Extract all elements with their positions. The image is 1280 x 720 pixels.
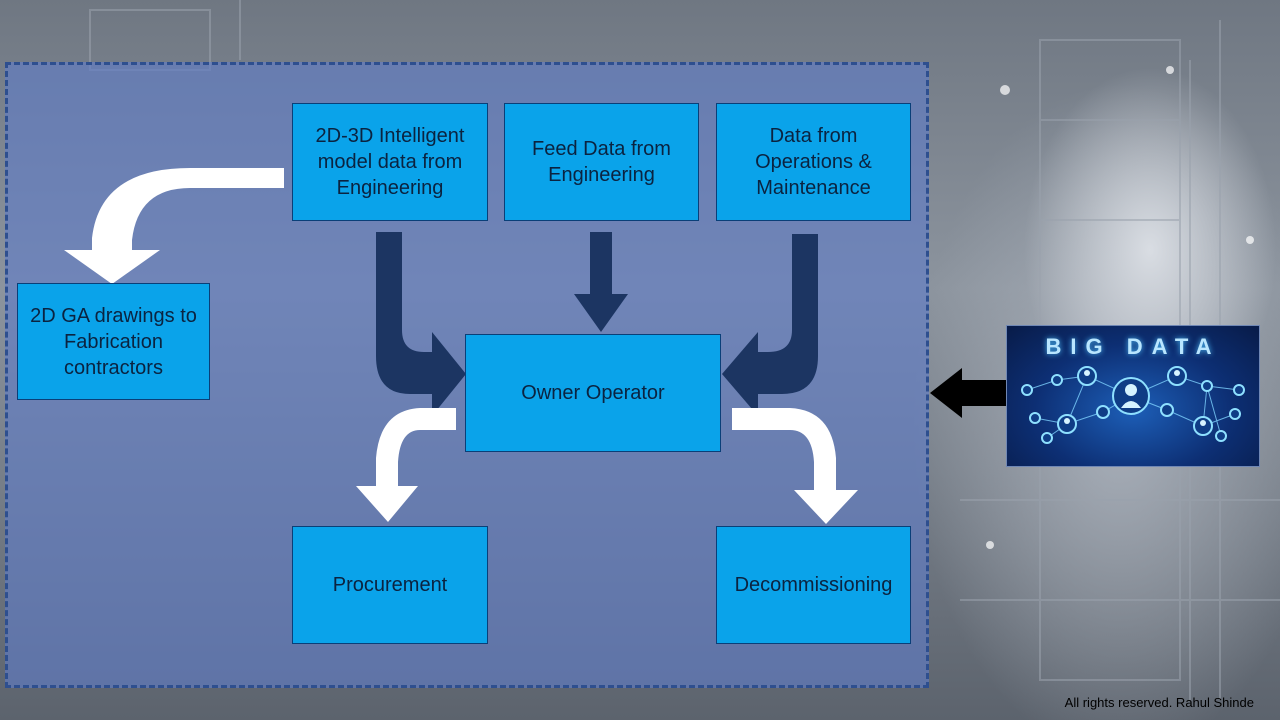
box-decommissioning: Decommissioning [716, 526, 911, 644]
box-operations-maintenance: Data from Operations & Maintenance [716, 103, 911, 221]
box-intelligent-model-label: 2D-3D Intelligent model data from Engine… [315, 125, 465, 199]
box-procurement: Procurement [292, 526, 488, 644]
box-feed-data: Feed Data from Engineering [504, 103, 699, 221]
box-ga-drawings-label: 2D GA drawings to Fabrication contractor… [30, 304, 197, 379]
box-owner-operator-label: Owner Operator [521, 382, 665, 404]
box-feed-data-label: Feed Data from Engineering [532, 138, 671, 186]
copyright-footer: All rights reserved. Rahul Shinde [1064, 695, 1254, 710]
box-intelligent-model-data: 2D-3D Intelligent model data from Engine… [292, 103, 488, 221]
big-data-title: BIG DATA [1045, 334, 1221, 359]
box-operations-label: Data from Operations & Maintenance [755, 125, 872, 199]
box-decommissioning-label: Decommissioning [734, 574, 893, 596]
box-procurement-label: Procurement [332, 574, 448, 596]
big-data-image: BIG DATA [1006, 325, 1260, 467]
box-owner-operator: Owner Operator [465, 334, 721, 452]
network-people-icon [1021, 366, 1245, 444]
box-ga-drawings: 2D GA drawings to Fabrication contractor… [17, 283, 210, 400]
